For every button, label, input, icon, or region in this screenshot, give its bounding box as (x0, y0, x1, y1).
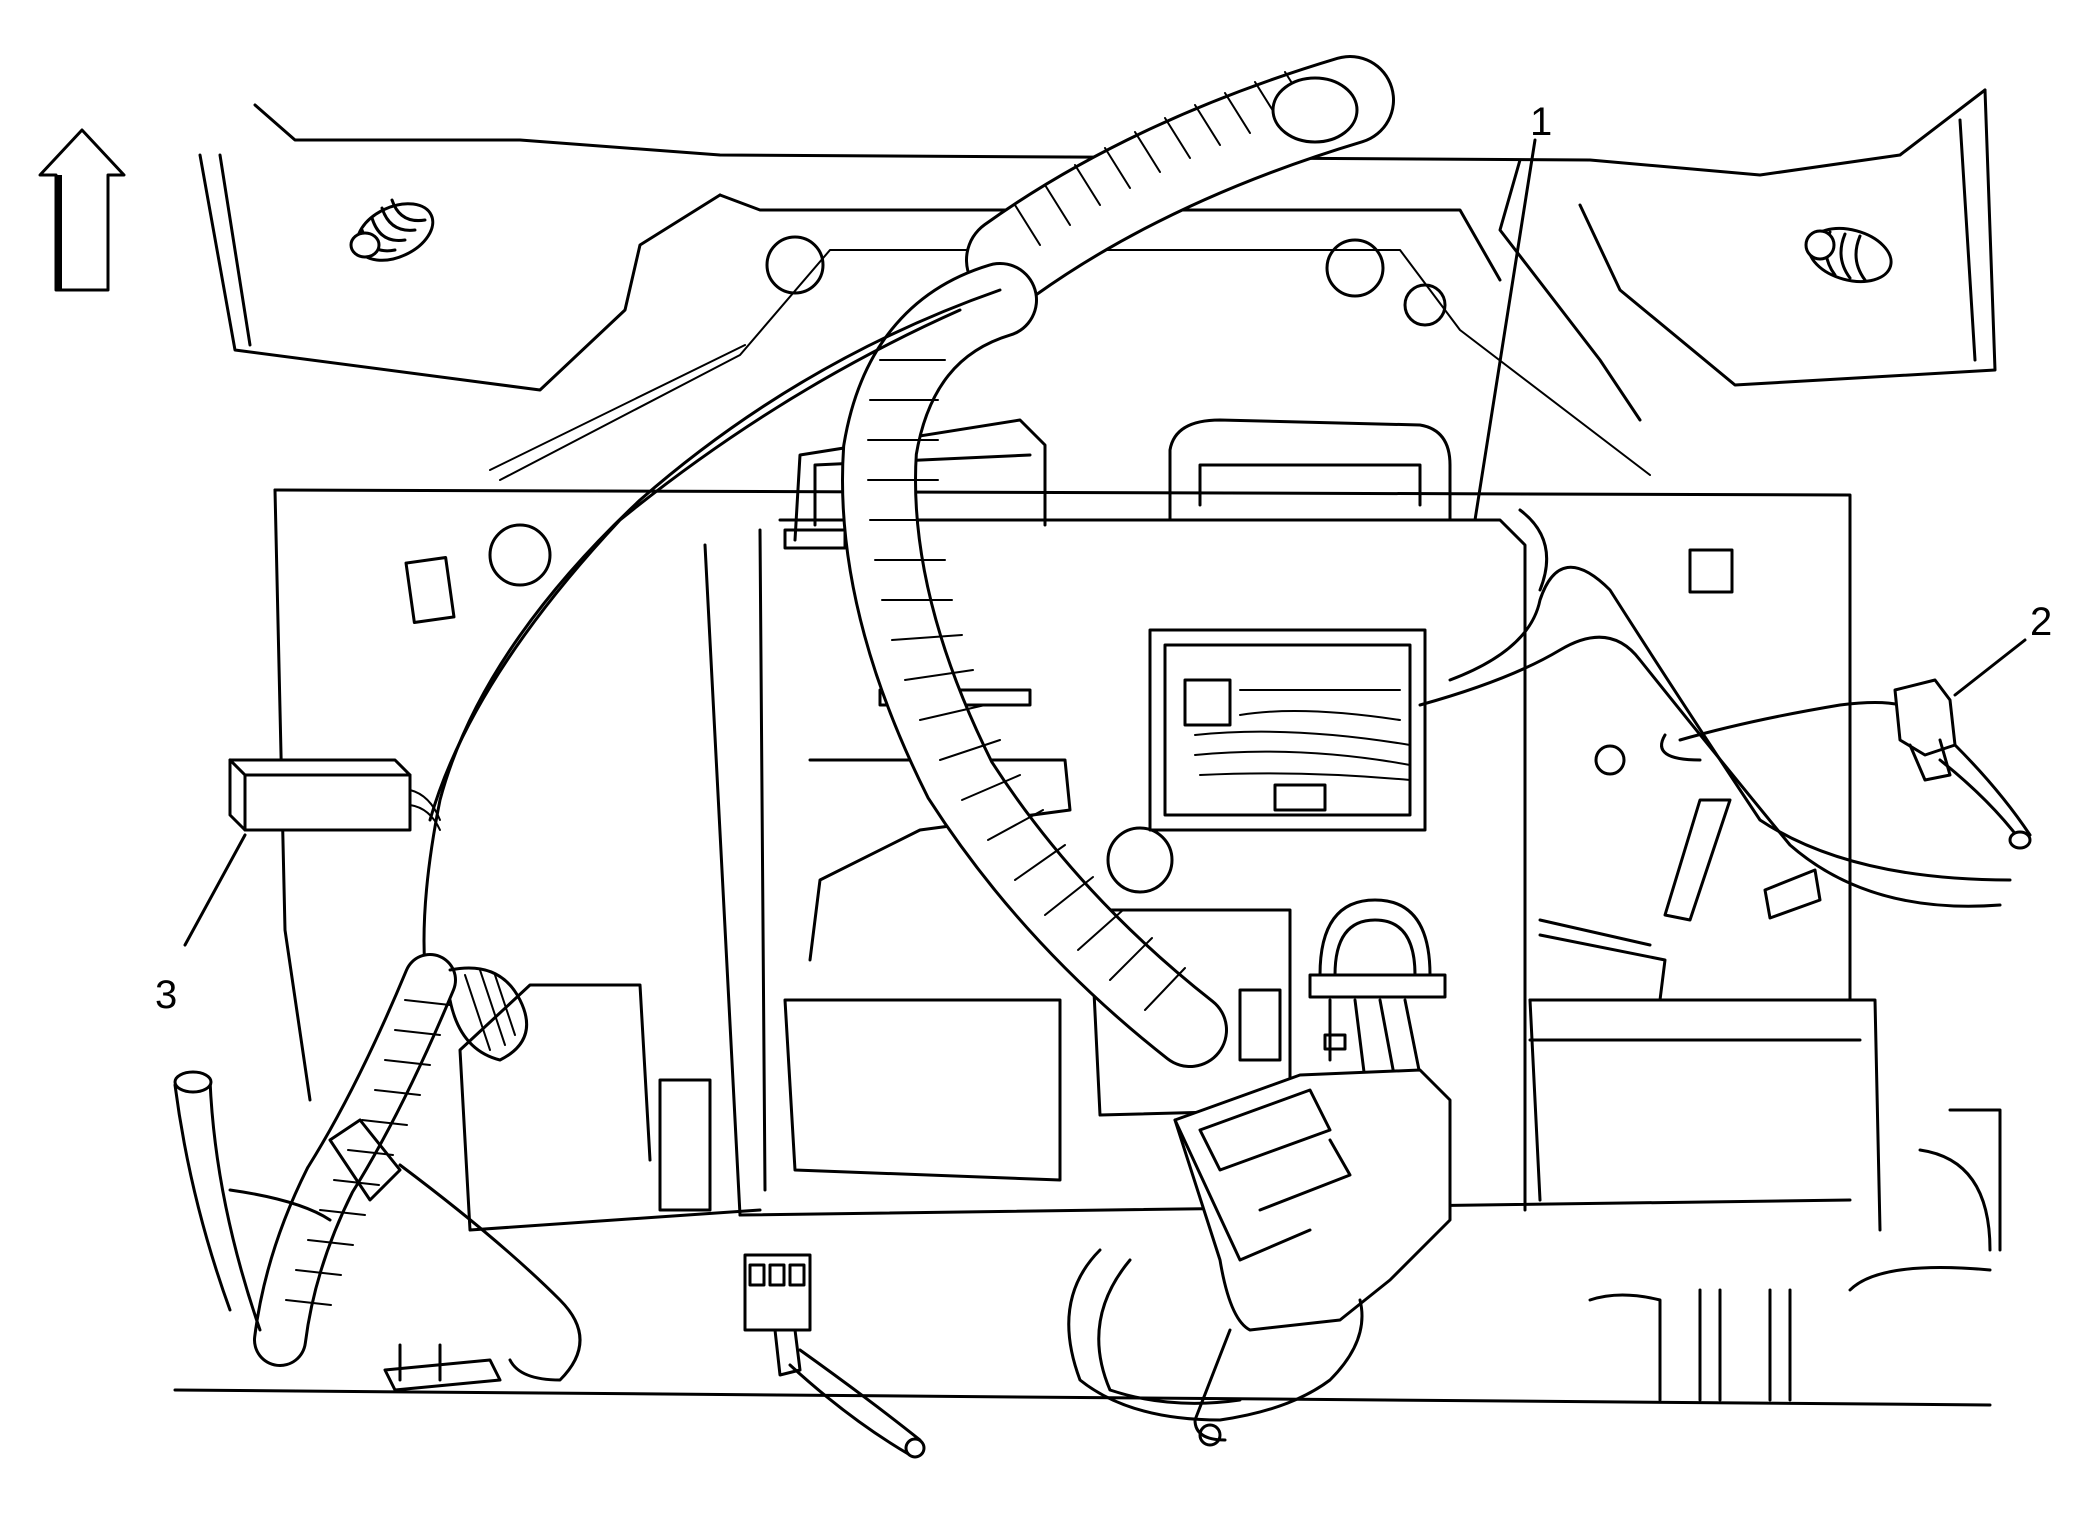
lower-right-detail (1588, 1108, 2002, 1402)
main-corrugated-harness (841, 55, 1395, 1068)
leader-2 (1953, 638, 2027, 697)
bottom-connector-assembly (1067, 1068, 1452, 1447)
panel-holes (404, 235, 1734, 894)
small-connector (743, 1253, 926, 1459)
right-harness (1418, 508, 2032, 922)
left-harness (253, 288, 1002, 1392)
callout-1: 1 (1530, 100, 1552, 144)
relay-box (228, 758, 441, 832)
leader-3 (183, 833, 247, 947)
mounting-plate (273, 488, 1882, 1232)
ring-connector (1308, 898, 1447, 1082)
left-pipe (173, 1070, 332, 1332)
floor-line (173, 1388, 1992, 1407)
up-arrow-icon (38, 128, 126, 292)
upper-panel-outline (198, 88, 1997, 481)
left-stud (349, 198, 435, 262)
leader-lines (183, 138, 2027, 947)
callout-2: 2 (2030, 600, 2052, 644)
module-connector (1148, 628, 1427, 832)
right-stud (1804, 227, 1893, 283)
callout-3: 3 (155, 973, 177, 1017)
leader-1 (1473, 138, 1537, 522)
